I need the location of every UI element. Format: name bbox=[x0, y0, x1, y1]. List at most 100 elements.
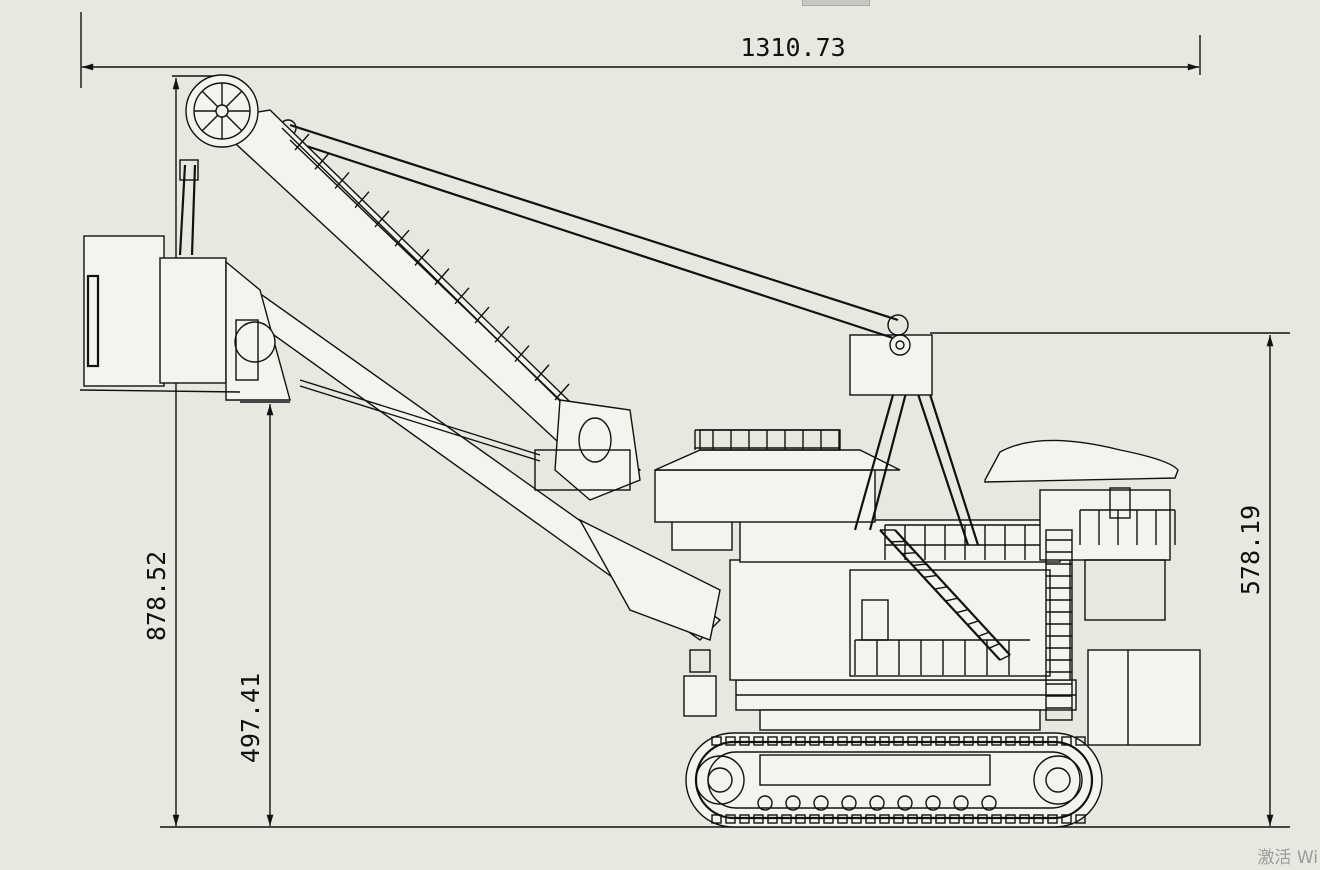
track-link bbox=[1061, 736, 1072, 746]
track-link bbox=[977, 814, 988, 824]
track-link bbox=[1047, 736, 1058, 746]
track-link bbox=[1075, 736, 1086, 746]
boom-walkway-post bbox=[374, 210, 390, 228]
dimension-overall-height-label: 878.52 bbox=[142, 551, 171, 641]
sheave-spoke bbox=[201, 114, 219, 132]
track-link bbox=[963, 814, 974, 824]
track-link bbox=[767, 736, 778, 746]
point-sheave bbox=[185, 74, 259, 148]
window-tab bbox=[802, 0, 870, 6]
track-link bbox=[711, 736, 722, 746]
track-link bbox=[963, 736, 974, 746]
track-link bbox=[1033, 736, 1044, 746]
boom-walkway-rail bbox=[289, 139, 561, 401]
track-link bbox=[739, 736, 750, 746]
dimension-overall-length: 1310.73 bbox=[80, 12, 1201, 88]
track-roller bbox=[897, 795, 913, 811]
track-roller bbox=[813, 795, 829, 811]
boom-walkway-post bbox=[354, 191, 370, 209]
operator-cab bbox=[984, 439, 1179, 621]
dimension-boom-point-height-label: 497.41 bbox=[236, 673, 265, 763]
track-link bbox=[823, 814, 834, 824]
track-link bbox=[725, 736, 736, 746]
deck-railings bbox=[694, 429, 1176, 675]
saddle-block bbox=[534, 399, 641, 501]
track-link bbox=[1005, 814, 1016, 824]
boom-walkway-post bbox=[514, 345, 530, 362]
track-roller bbox=[925, 795, 941, 811]
track-roller bbox=[841, 795, 857, 811]
track-link bbox=[1019, 736, 1030, 746]
a-frame bbox=[849, 334, 980, 546]
track-link bbox=[781, 814, 792, 824]
track-link bbox=[907, 814, 918, 824]
track-link bbox=[851, 736, 862, 746]
boom-walkway-post bbox=[534, 364, 550, 382]
track-link bbox=[865, 814, 876, 824]
track-link bbox=[935, 736, 946, 746]
sheave-spoke bbox=[201, 90, 219, 108]
car-body bbox=[735, 679, 1077, 731]
track-link bbox=[1075, 814, 1086, 824]
watermark-text: 激活 Wi bbox=[1257, 848, 1318, 868]
track-link bbox=[725, 814, 736, 824]
stair-rung bbox=[934, 586, 948, 590]
track-link bbox=[977, 736, 988, 746]
track-link bbox=[879, 736, 890, 746]
track-link bbox=[1061, 814, 1072, 824]
boom-walkway-post bbox=[414, 248, 430, 266]
suspension-ropes bbox=[279, 119, 909, 340]
track-link bbox=[809, 736, 820, 746]
track-link bbox=[991, 736, 1002, 746]
dipper-bucket bbox=[79, 235, 291, 401]
rear-ladder bbox=[1045, 529, 1073, 721]
boom-walkway-post bbox=[434, 268, 450, 286]
track-link bbox=[1005, 736, 1016, 746]
track-link bbox=[823, 736, 834, 746]
stair-rung bbox=[977, 631, 990, 638]
track-link bbox=[795, 736, 806, 746]
crawler-track bbox=[685, 732, 1103, 828]
track-link bbox=[991, 814, 1002, 824]
stair-rung bbox=[923, 574, 937, 578]
track-link bbox=[935, 814, 946, 824]
track-link bbox=[893, 814, 904, 824]
stair-rung bbox=[912, 563, 927, 567]
track-link bbox=[753, 736, 764, 746]
stair-rung bbox=[901, 552, 916, 555]
stair-rung bbox=[945, 597, 958, 602]
boom-walkway-post bbox=[494, 325, 510, 343]
machinery-house bbox=[654, 429, 1071, 681]
track-link bbox=[837, 736, 848, 746]
stair-rung bbox=[988, 642, 1000, 649]
track-link bbox=[949, 736, 960, 746]
dimension-boom-point-height: 497.41 bbox=[236, 401, 290, 827]
boom-walkway-post bbox=[554, 383, 570, 401]
track-link bbox=[893, 736, 904, 746]
track-link bbox=[865, 736, 876, 746]
track-link bbox=[1047, 814, 1058, 824]
sheave-spoke bbox=[225, 114, 243, 132]
track-link bbox=[753, 814, 764, 824]
track-roller bbox=[981, 795, 997, 811]
stairway bbox=[879, 529, 1011, 661]
track-link bbox=[1033, 814, 1044, 824]
track-link bbox=[921, 736, 932, 746]
track-link bbox=[809, 814, 820, 824]
track-link bbox=[949, 814, 960, 824]
track-link bbox=[795, 814, 806, 824]
track-roller bbox=[757, 795, 773, 811]
boom-walkway-post bbox=[394, 229, 410, 247]
boom-walkway-post bbox=[474, 306, 490, 324]
boom-walkway-post bbox=[334, 172, 350, 189]
track-roller bbox=[785, 795, 801, 811]
stair-rung bbox=[956, 608, 969, 614]
track-link bbox=[921, 814, 932, 824]
track-link bbox=[739, 814, 750, 824]
dimension-cab-height-label: 578.19 bbox=[1236, 505, 1265, 595]
track-link bbox=[851, 814, 862, 824]
track-link bbox=[1019, 814, 1030, 824]
track-link bbox=[711, 814, 722, 824]
front-bumper bbox=[683, 649, 717, 717]
